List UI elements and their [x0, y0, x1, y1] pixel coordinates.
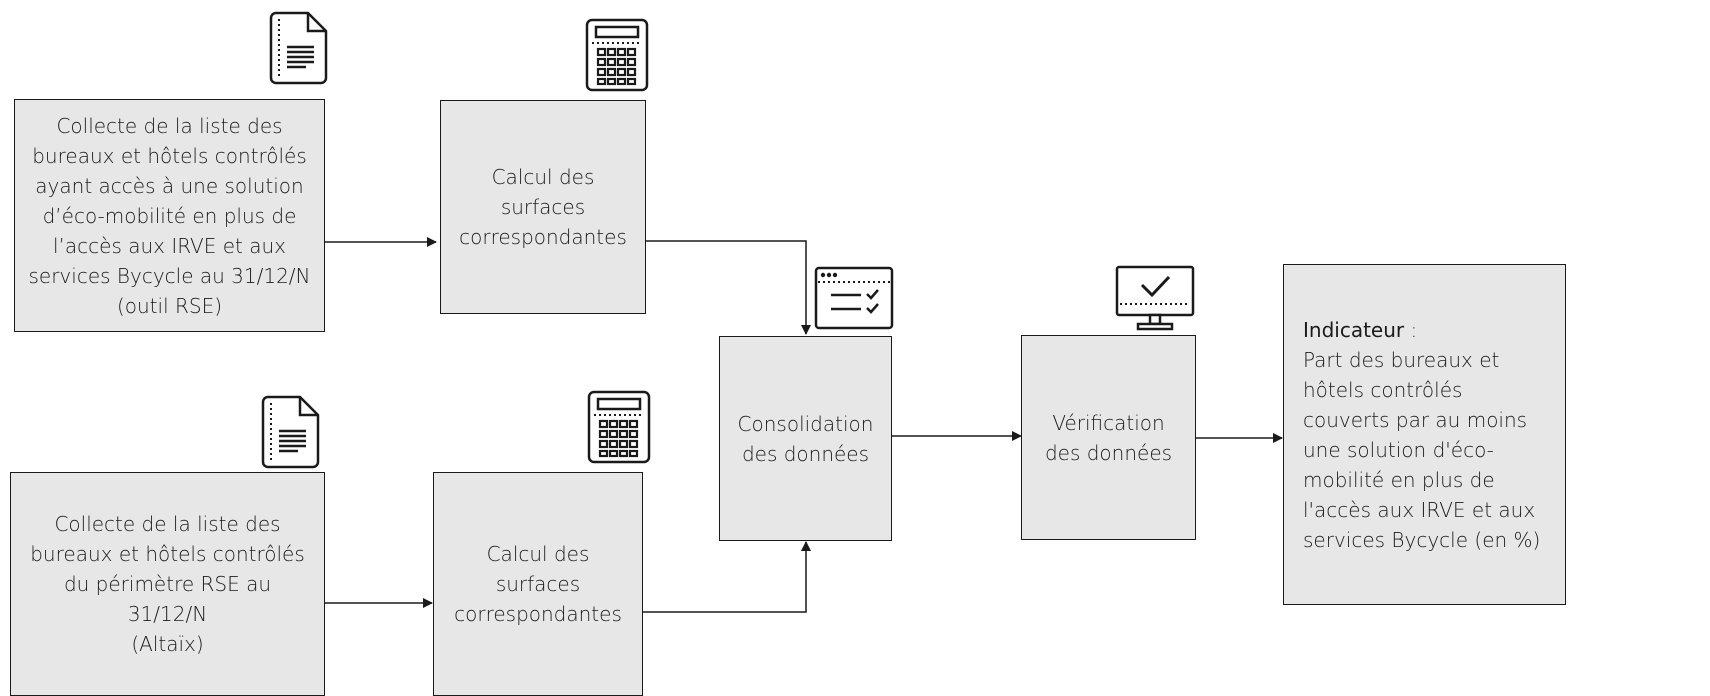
checklist-window-icon	[814, 266, 894, 330]
monitor-check-icon	[1115, 265, 1195, 331]
document-icon	[269, 11, 328, 85]
verification-text: Vérification des données	[1044, 410, 1173, 465]
indicator-colon: :	[1404, 317, 1418, 342]
collect-top-text: Collecte de la liste des bureaux et hôte…	[28, 113, 311, 318]
collect-bottom-box: Collecte de la liste des bureaux et hôte…	[10, 472, 325, 696]
indicator-box: Indicateur : Part des bureaux et hôtels …	[1283, 264, 1566, 605]
consolidation-text: Consolidation des données	[737, 411, 874, 466]
indicator-label: Indicateur	[1303, 317, 1405, 342]
calculator-icon	[585, 18, 649, 92]
consolidation-box: Consolidation des données	[719, 336, 892, 541]
calc-bottom-box: Calcul des surfaces correspondantes	[433, 472, 643, 696]
calc-top-box: Calcul des surfaces correspondantes	[440, 100, 646, 314]
calc-bottom-text: Calcul des surfaces correspondantes	[454, 542, 622, 626]
collect-top-box: Collecte de la liste des bureaux et hôte…	[14, 99, 325, 332]
collect-bottom-text: Collecte de la liste des bureaux et hôte…	[30, 512, 305, 656]
indicator-text: Part des bureaux et hôtels contrôlés cou…	[1303, 347, 1541, 552]
verification-box: Vérification des données	[1021, 335, 1196, 540]
arrow-calc-top-to-consolidation	[646, 240, 811, 335]
arrow-calc-bottom-to-consolidation	[642, 541, 811, 613]
indicator-content: Indicateur : Part des bureaux et hôtels …	[1303, 315, 1540, 555]
calculator-icon	[587, 390, 651, 464]
document-icon	[261, 395, 320, 469]
calc-top-text: Calcul des surfaces correspondantes	[459, 165, 627, 249]
